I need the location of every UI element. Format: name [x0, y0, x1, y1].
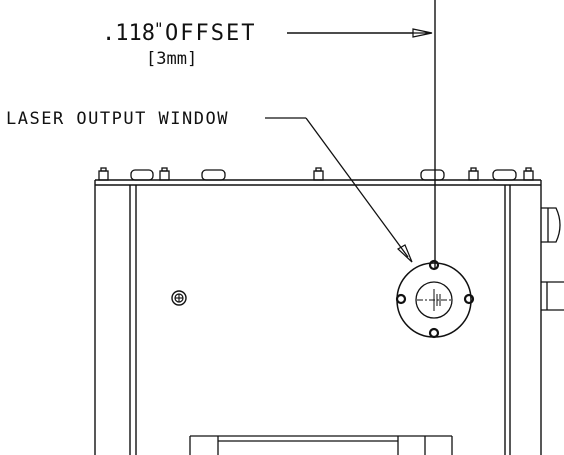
offset-value-label: .118: [102, 21, 155, 46]
bottom-feet: [189, 435, 453, 455]
window-screw-top: [428, 259, 440, 271]
output-window: [395, 259, 475, 339]
window-leader-diagonal: [305, 117, 409, 258]
window-leader-arrowhead: [396, 244, 413, 263]
offset-word-label: OFFSET: [165, 21, 256, 46]
window-aperture: [415, 281, 453, 319]
fitting-10: [468, 170, 479, 181]
window-screw-left: [395, 293, 407, 305]
top-fittings: [98, 167, 534, 181]
offset-inch-mark: ": [154, 19, 164, 38]
window-screw-right: [463, 293, 475, 305]
screw: [171, 290, 187, 306]
fitting-11: [470, 167, 477, 172]
offset-arrowhead: [412, 28, 433, 38]
fitting-5: [161, 167, 168, 172]
fitting-8: [315, 167, 322, 172]
fitting-2: [100, 167, 107, 172]
offset-metric-label: [3mm]: [146, 49, 197, 69]
fitting-6: [201, 169, 226, 181]
housing-body: [94, 179, 542, 455]
window-label: LASER OUTPUT WINDOW: [6, 109, 229, 129]
window-screw-bottom: [428, 327, 440, 339]
fitting-3: [130, 169, 154, 181]
fitting-4: [159, 170, 170, 181]
fitting-13: [523, 170, 534, 181]
side-connector: [541, 207, 564, 311]
fitting-9: [420, 169, 445, 181]
window-callout: LASER OUTPUT WINDOW: [6, 109, 413, 263]
connector-outer: [541, 207, 561, 243]
fitting-12: [492, 169, 517, 181]
fitting-14: [525, 167, 532, 172]
fitting-1: [98, 170, 109, 181]
offset-dimension: .118 " OFFSET [3mm]: [102, 0, 436, 268]
fitting-7: [313, 170, 324, 181]
screw-outer: [171, 290, 187, 306]
